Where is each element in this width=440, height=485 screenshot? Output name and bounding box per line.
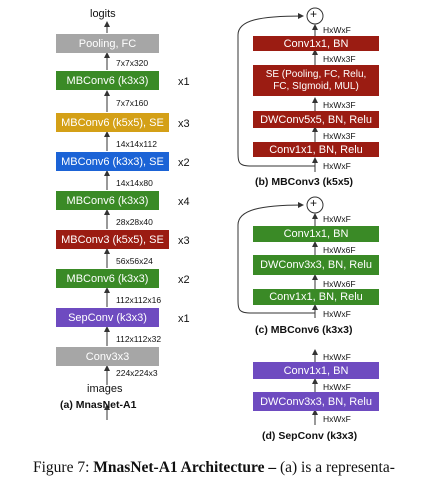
- block-conv3x3: Conv3x3: [56, 347, 159, 366]
- c-conv1x1-bn: Conv1x1, BN: [253, 226, 379, 242]
- repeat-count: x2: [178, 274, 190, 286]
- dim-label: HxWxF: [323, 414, 351, 424]
- block-mbconv6-k3-a: MBConv6 (k3x3): [56, 71, 159, 90]
- repeat-count: x1: [178, 76, 190, 88]
- images-label: images: [87, 383, 123, 395]
- block-label: Conv3x3: [85, 350, 130, 363]
- dim-label: HxWxF: [323, 382, 351, 392]
- block-label: MBConv3 (k5x5), SE: [61, 233, 164, 246]
- repeat-count: x1: [178, 313, 190, 325]
- block-label: Conv1x1, BN, Relu: [269, 143, 363, 156]
- block-label: MBConv6 (k5x5), SE: [61, 116, 164, 129]
- dim-label: 14x14x112: [116, 139, 157, 149]
- figure-caption-rest: (a) is a representa-: [279, 459, 395, 476]
- dim-label: HxWxF: [323, 25, 351, 35]
- b-conv1x1-bn: Conv1x1, BN: [253, 36, 379, 51]
- dim-label: 28x28x40: [116, 217, 153, 227]
- dim-label: HxWxF: [323, 161, 351, 171]
- c-conv1x1-bn-relu: Conv1x1, BN, Relu: [253, 289, 379, 305]
- dim-label: 56x56x24: [116, 256, 153, 266]
- dim-label: 112x112x16: [116, 295, 162, 305]
- dim-label: 112x112x32: [116, 334, 162, 344]
- mbconv3-arrows: [237, 7, 324, 172]
- b-se-block: SE (Pooling, FC, Relu,FC, SIgmoid, MUL): [253, 65, 379, 96]
- caption-d: (d) SepConv (k3x3): [262, 430, 358, 442]
- block-pooling-fc: Pooling, FC: [56, 34, 159, 53]
- block-label: Conv1x1, BN, Relu: [269, 291, 363, 303]
- block-label: MBConv6 (k3x3): [66, 194, 149, 207]
- block-label: DWConv3x3, BN, Relu: [260, 395, 372, 408]
- dim-label: HxWxF: [323, 309, 351, 319]
- figure-caption-title: MnasNet-A1 Architecture –: [93, 459, 280, 476]
- repeat-count: x4: [178, 196, 190, 208]
- block-mbconv6-k3-b: MBConv6 (k3x3): [56, 191, 159, 210]
- b-conv1x1-bn-relu: Conv1x1, BN, Relu: [253, 142, 379, 157]
- dim-label: HxWx3F: [323, 131, 356, 141]
- figure-caption-prefix: Figure 7:: [33, 459, 94, 476]
- block-label: MBConv6 (k3x3): [66, 74, 149, 87]
- dim-label: 7x7x320: [116, 58, 149, 68]
- repeat-count: x3: [178, 118, 190, 130]
- block-mbconv3-k5-se: MBConv3 (k5x5), SE: [56, 230, 169, 249]
- block-label: SE (Pooling, FC, Relu,FC, SIgmoid, MUL): [265, 68, 367, 92]
- b-dwconv5x5: DWConv5x5, BN, Relu: [253, 111, 379, 128]
- plus-icon: +: [310, 7, 318, 21]
- dim-label: HxWxF: [323, 352, 351, 362]
- block-mbconv6-k5-se: MBConv6 (k5x5), SE: [56, 113, 169, 132]
- dim-label: HxWx3F: [323, 100, 356, 110]
- block-label: Conv1x1, BN: [283, 364, 349, 377]
- caption-c: (c) MBConv6 (k3x3): [255, 324, 353, 336]
- c-dwconv3x3: DWConv3x3, BN, Relu: [253, 255, 379, 275]
- figure-caption: Figure 7: MnasNet-A1 Architecture – (a) …: [33, 459, 395, 477]
- block-mbconv6-k3-c: MBConv6 (k3x3): [56, 269, 159, 288]
- block-label: Pooling, FC: [78, 37, 137, 50]
- block-label: DWConv3x3, BN, Relu: [260, 259, 372, 271]
- block-mbconv6-k3-se: MBConv6 (k3x3), SE: [56, 152, 169, 171]
- caption-b: (b) MBConv3 (k5x5): [255, 176, 354, 188]
- caption-a: (a) MnasNet-A1: [60, 399, 137, 411]
- mbconv6-arrows: [237, 196, 324, 318]
- block-label: MBConv6 (k3x3): [66, 272, 149, 285]
- logits-label: logits: [90, 8, 116, 20]
- block-label: Conv1x1, BN: [283, 228, 349, 240]
- dim-label: HxWx6F: [323, 279, 356, 289]
- block-label: Conv1x1, BN: [283, 37, 349, 50]
- dim-label: HxWxF: [323, 214, 351, 224]
- d-dwconv3x3: DWConv3x3, BN, Relu: [253, 392, 379, 411]
- plus-icon: +: [310, 196, 318, 210]
- repeat-count: x3: [178, 235, 190, 247]
- repeat-count: x2: [178, 157, 190, 169]
- block-sepconv-k3: SepConv (k3x3): [56, 308, 159, 327]
- block-label: MBConv6 (k3x3), SE: [61, 155, 164, 168]
- dim-label: 14x14x80: [116, 178, 153, 188]
- block-label: DWConv5x5, BN, Relu: [260, 113, 372, 126]
- dim-label: HxWx3F: [323, 54, 356, 64]
- dim-label: 7x7x160: [116, 98, 149, 108]
- d-conv1x1-bn: Conv1x1, BN: [253, 362, 379, 379]
- dim-label: HxWx6F: [323, 245, 356, 255]
- dim-label: 224x224x3: [116, 368, 158, 378]
- block-label: SepConv (k3x3): [68, 311, 147, 324]
